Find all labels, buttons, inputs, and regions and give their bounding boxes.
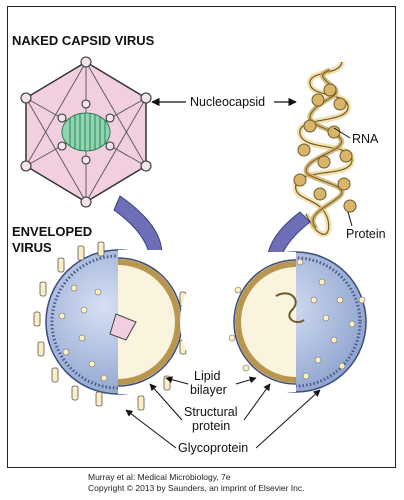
rna-genome-coil xyxy=(61,112,111,152)
protein-subunits xyxy=(293,83,357,213)
helical-nucleocapsid xyxy=(292,60,357,238)
protein-label: Protein xyxy=(346,227,386,241)
right-enveloped-virus xyxy=(180,251,367,393)
structural-protein-label-line2: protein xyxy=(192,419,230,433)
naked-capsid-icosahedron xyxy=(20,56,152,208)
credit-line-1: Murray et al: Medical Microbiology, 7e xyxy=(88,472,231,482)
right-surface-glycoproteins xyxy=(228,258,366,380)
credit-line-2: Copyright © 2013 by Saunders, an imprint… xyxy=(88,483,305,493)
virus-structure-diagram: NAKED CAPSID VIRUS ENVELOPED VIRUS xyxy=(12,33,386,455)
lipid-bilayer-label-line2: bilayer xyxy=(190,383,227,397)
capsomere-vertices xyxy=(20,56,152,208)
structural-protein-label-line1: Structural xyxy=(184,405,238,419)
enveloped-heading-line2: VIRUS xyxy=(12,240,52,255)
glycoprotein-label: Glycoprotein xyxy=(178,441,248,455)
rna-label: RNA xyxy=(352,132,379,146)
figure-credit: Murray et al: Medical Microbiology, 7e C… xyxy=(88,472,338,494)
nucleocapsid-label: Nucleocapsid xyxy=(190,95,265,109)
enveloped-heading-line1: ENVELOPED xyxy=(12,224,92,239)
figure-frame xyxy=(7,6,396,468)
lipid-bilayer-label-line1: Lipid xyxy=(194,369,220,383)
naked-capsid-heading: NAKED CAPSID VIRUS xyxy=(12,33,155,48)
